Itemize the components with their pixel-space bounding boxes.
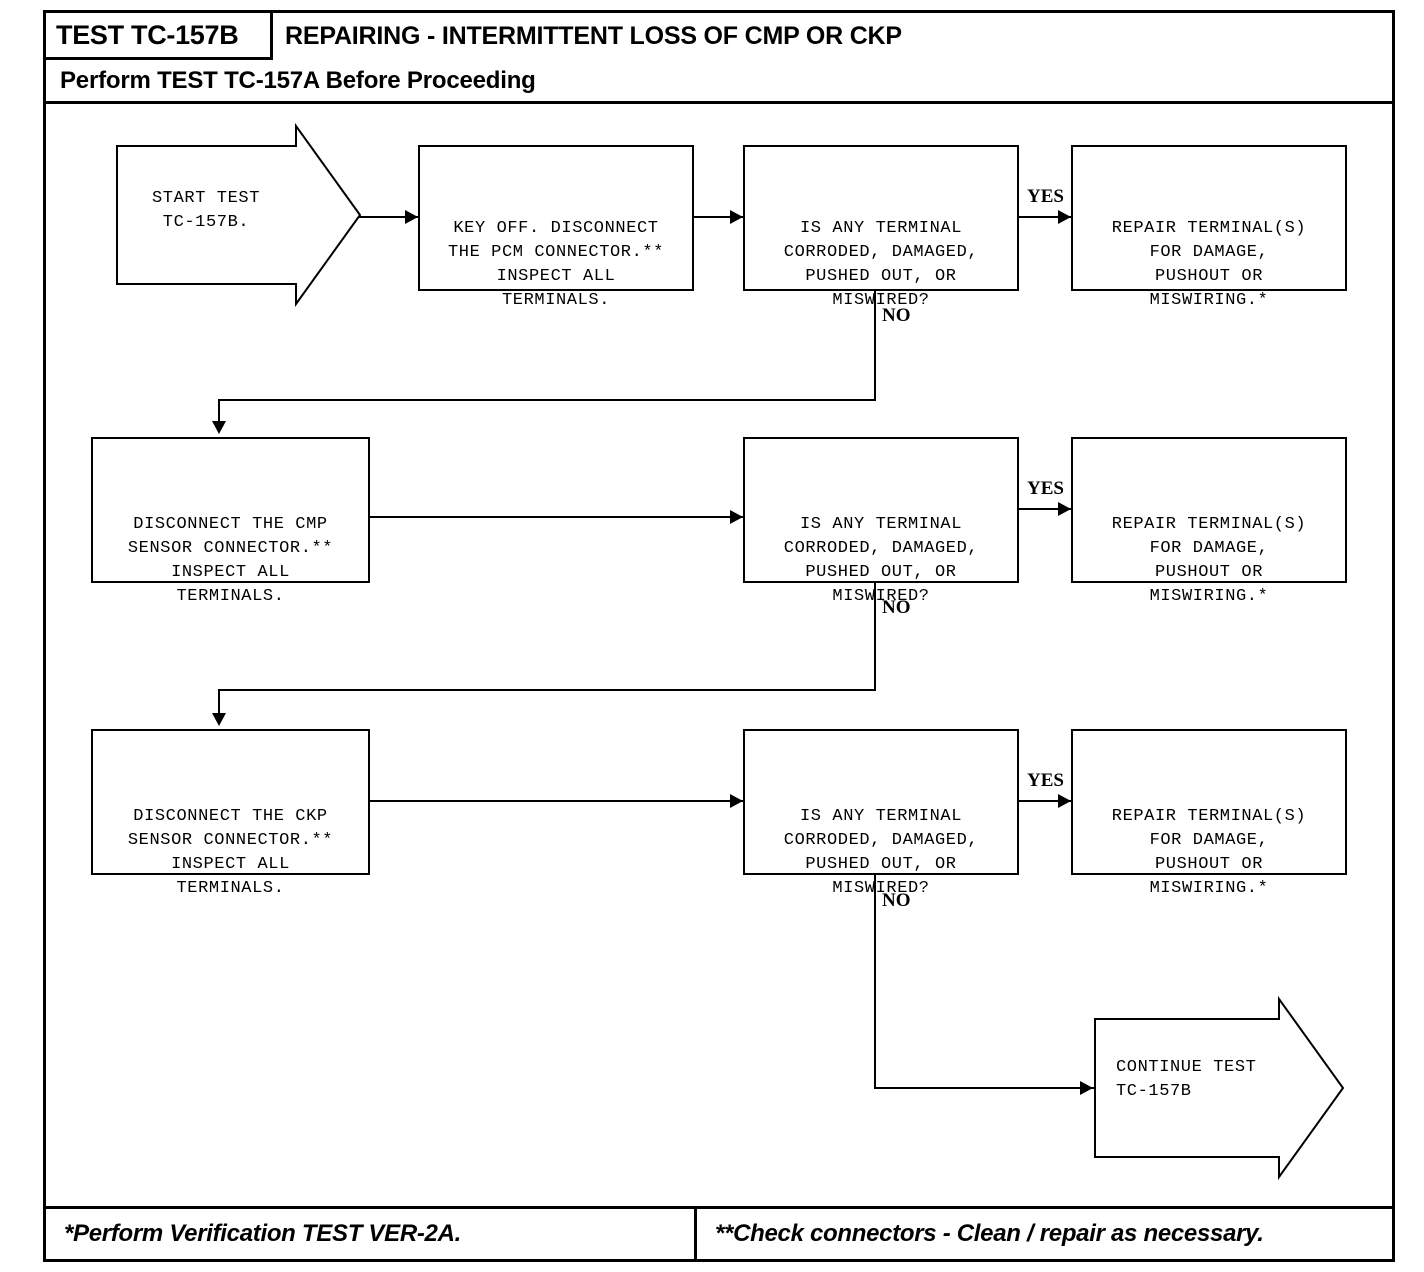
edge-pcm-to-decision <box>694 216 743 218</box>
node-decision-cmp: IS ANY TERMINAL CORRODED, DAMAGED, PUSHE… <box>743 437 1019 606</box>
node-ckp-inspect-label: DISCONNECT THE CKP SENSOR CONNECTOR.** I… <box>127 807 334 898</box>
node-repair-pcm-label: REPAIR TERMINAL(S) FOR DAMAGE, PUSHOUT O… <box>1111 219 1307 310</box>
edge-decision-pcm-no-v1 <box>874 291 876 401</box>
arrowhead-decision-pcm-yes <box>1058 210 1071 224</box>
arrowhead-decision-cmp-yes <box>1058 502 1071 516</box>
edge-decision-ckp-no-v <box>874 875 876 1088</box>
node-decision-ckp: IS ANY TERMINAL CORRODED, DAMAGED, PUSHE… <box>743 729 1019 898</box>
edge-decision-ckp-yes <box>1019 800 1071 802</box>
header-test-id-cell: TEST TC-157B <box>46 13 273 60</box>
node-start-label: START TEST TC-157B. <box>151 189 261 232</box>
node-repair-ckp: REPAIR TERMINAL(S) FOR DAMAGE, PUSHOUT O… <box>1071 729 1347 898</box>
node-decision-pcm-label: IS ANY TERMINAL CORRODED, DAMAGED, PUSHE… <box>783 219 979 310</box>
node-repair-cmp: REPAIR TERMINAL(S) FOR DAMAGE, PUSHOUT O… <box>1071 437 1347 606</box>
edge-decision-pcm-no-h <box>218 399 876 401</box>
header-subtitle-cell: Perform TEST TC-157A Before Proceeding <box>46 60 1392 104</box>
header-test-id: TEST TC-157B <box>56 19 239 50</box>
node-cmp-inspect-label: DISCONNECT THE CMP SENSOR CONNECTOR.** I… <box>127 515 334 606</box>
arrowhead-start-to-pcm <box>405 210 418 224</box>
arrowhead-decision-ckp-yes <box>1058 794 1071 808</box>
edge-decision-cmp-no-h <box>218 689 876 691</box>
continue-arrow-shape <box>1094 995 1345 1181</box>
footer-left-cell: *Perform Verification TEST VER-2A. <box>46 1209 697 1259</box>
footer-note-verification: *Perform Verification TEST VER-2A. <box>64 1220 462 1247</box>
node-cmp-inspect: DISCONNECT THE CMP SENSOR CONNECTOR.** I… <box>91 437 370 606</box>
edge-decision-cmp-no-v2 <box>218 689 220 719</box>
node-decision-pcm: IS ANY TERMINAL CORRODED, DAMAGED, PUSHE… <box>743 145 1019 310</box>
edge-decision-cmp-no-v1 <box>874 583 876 691</box>
node-pcm-inspect-label: KEY OFF. DISCONNECT THE PCM CONNECTOR.**… <box>447 219 665 310</box>
edge-decision-pcm-no-v2 <box>218 399 220 427</box>
arrowhead-decision-cmp-no <box>212 713 226 726</box>
arrowhead-decision-ckp-no <box>1080 1081 1093 1095</box>
page-title: REPAIRING - INTERMITTENT LOSS OF CMP OR … <box>285 22 902 50</box>
edge-label-yes-1: YES <box>1027 186 1064 207</box>
node-repair-ckp-label: REPAIR TERMINAL(S) FOR DAMAGE, PUSHOUT O… <box>1111 807 1307 898</box>
node-decision-ckp-label: IS ANY TERMINAL CORRODED, DAMAGED, PUSHE… <box>783 807 979 898</box>
node-ckp-inspect: DISCONNECT THE CKP SENSOR CONNECTOR.** I… <box>91 729 370 898</box>
arrowhead-ckp-to-decision <box>730 794 743 808</box>
node-pcm-inspect: KEY OFF. DISCONNECT THE PCM CONNECTOR.**… <box>418 145 694 310</box>
edge-label-no-3: NO <box>882 890 911 911</box>
node-continue: CONTINUE TEST TC-157B <box>1094 995 1345 1181</box>
edge-label-yes-2: YES <box>1027 478 1064 499</box>
edge-start-to-pcm <box>358 216 418 218</box>
edge-label-no-2: NO <box>882 597 911 618</box>
outer-frame <box>43 10 1395 1262</box>
arrowhead-pcm-to-decision <box>730 210 743 224</box>
node-continue-label: CONTINUE TEST TC-157B <box>1116 1058 1257 1101</box>
edge-decision-pcm-yes <box>1019 216 1071 218</box>
edge-label-no-1: NO <box>882 305 911 326</box>
start-arrow-shape <box>116 122 362 308</box>
edge-ckp-to-decision <box>370 800 743 802</box>
edge-decision-ckp-no-h <box>874 1087 1096 1089</box>
edge-cmp-to-decision <box>370 516 743 518</box>
node-repair-pcm: REPAIR TERMINAL(S) FOR DAMAGE, PUSHOUT O… <box>1071 145 1347 310</box>
node-decision-cmp-label: IS ANY TERMINAL CORRODED, DAMAGED, PUSHE… <box>783 515 979 606</box>
node-start: START TEST TC-157B. <box>116 122 362 308</box>
arrowhead-decision-pcm-no <box>212 421 226 434</box>
footer-right-cell: **Check connectors - Clean / repair as n… <box>697 1209 1410 1259</box>
footer: *Perform Verification TEST VER-2A. **Che… <box>46 1206 1392 1259</box>
edge-decision-cmp-yes <box>1019 508 1071 510</box>
node-repair-cmp-label: REPAIR TERMINAL(S) FOR DAMAGE, PUSHOUT O… <box>1111 515 1307 606</box>
header-subtitle: Perform TEST TC-157A Before Proceeding <box>60 66 536 94</box>
edge-label-yes-3: YES <box>1027 770 1064 791</box>
arrowhead-cmp-to-decision <box>730 510 743 524</box>
footer-note-connectors: **Check connectors - Clean / repair as n… <box>715 1220 1264 1247</box>
